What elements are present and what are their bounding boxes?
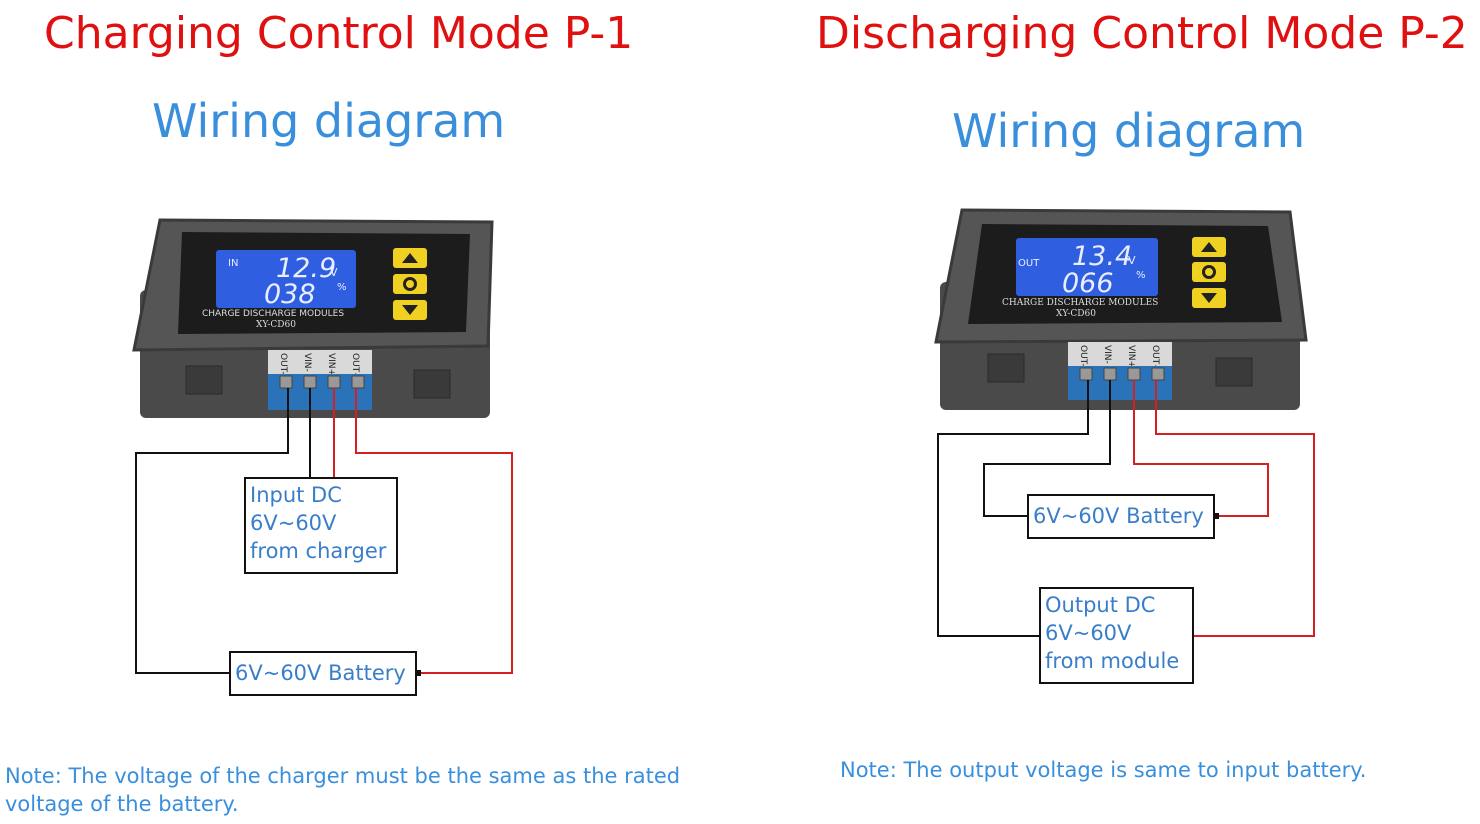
right-note: Note: The output voltage is same to inpu…: [840, 758, 1367, 782]
right-output-dc-box: Output DC 6V~60V from module: [1039, 587, 1194, 684]
right-clip-right: [1215, 357, 1253, 387]
right-battery-terminal: [1213, 513, 1219, 519]
right-set-button[interactable]: [1192, 262, 1226, 282]
right-terminal-4: OUT+: [1150, 345, 1160, 372]
right-wires: [937, 380, 1315, 637]
left-note: Note: The voltage of the charger must be…: [5, 764, 681, 816]
right-down-arrow-icon: [1201, 293, 1217, 303]
right-lcd-screen: [1016, 238, 1158, 296]
right-subtitle: Wiring diagram: [952, 104, 1306, 158]
right-lcd-voltage: 13.4: [1072, 241, 1132, 272]
left-module: IN 12.9 V 038 % CHARGE DISCHARGE MODULES…: [132, 218, 494, 418]
left-lcd-percent-unit: %: [337, 282, 347, 293]
left-lcd-screen: [216, 250, 356, 308]
left-down-arrow-icon: [402, 305, 418, 315]
left-battery-box: 6V~60V Battery: [229, 651, 417, 696]
left-lcd-voltage: 12.9: [276, 253, 336, 284]
right-model-label: XY-CD60: [1056, 309, 1096, 319]
left-input-line2: 6V~60V: [250, 511, 337, 535]
left-terminal-1: OUT-: [278, 353, 288, 375]
left-set-button[interactable]: [393, 274, 427, 294]
left-terminal-3: VIN+: [326, 353, 336, 376]
left-title: Charging Control Mode P-1: [44, 8, 634, 59]
left-up-arrow-icon: [402, 253, 418, 263]
right-output-line1: Output DC: [1045, 593, 1156, 617]
right-lcd-mode: OUT: [1018, 258, 1040, 269]
right-lcd-voltage-unit: V: [1128, 254, 1136, 267]
right-terminal-labels: [1068, 342, 1172, 366]
right-output-line3: from module: [1045, 649, 1180, 673]
left-clip-left: [185, 365, 223, 395]
right-module: OUT 13.4 V 066 % CHARGE DISCHARGE MODULE…: [934, 208, 1308, 410]
left-terminal-labels: [268, 350, 372, 374]
left-subtitle: Wiring diagram: [152, 94, 506, 148]
right-terminal-1: OUT-: [1078, 345, 1088, 367]
right-title: Discharging Control Mode P-2: [816, 8, 1468, 59]
left-module-label: CHARGE DISCHARGE MODULES: [202, 309, 344, 319]
right-terminal-2: VIN-: [1102, 345, 1112, 364]
right-gear-icon: [1202, 265, 1216, 279]
right-up-arrow-icon: [1201, 242, 1217, 252]
right-lcd-percent: 066: [1062, 268, 1114, 299]
left-gear-icon: [403, 277, 417, 291]
left-wires: [135, 388, 513, 674]
right-terminal-3: VIN+: [1126, 345, 1136, 368]
right-battery-box: 6V~60V Battery: [1027, 494, 1215, 539]
right-module-label: CHARGE DISCHARGE MODULES: [1002, 298, 1158, 308]
left-lcd-percent: 038: [264, 279, 316, 310]
right-lcd-percent-unit: %: [1136, 270, 1146, 281]
right-clip-left: [987, 353, 1025, 383]
left-clip-right: [413, 369, 451, 399]
left-battery-terminal: [415, 670, 421, 676]
left-input-line1: Input DC: [250, 483, 342, 507]
left-lcd-voltage-unit: V: [330, 266, 338, 279]
left-input-line3: from charger: [250, 539, 387, 563]
left-lcd-mode: IN: [228, 258, 238, 269]
left-model-label: XY-CD60: [256, 320, 296, 330]
left-terminal-4: OUT+: [350, 353, 360, 380]
left-input-dc-box: Input DC 6V~60V from charger: [244, 477, 398, 574]
right-battery-label: 6V~60V Battery: [1033, 504, 1204, 528]
left-terminal-2: VIN-: [302, 353, 312, 372]
right-output-line2: 6V~60V: [1045, 621, 1132, 645]
left-battery-label: 6V~60V Battery: [235, 661, 406, 685]
